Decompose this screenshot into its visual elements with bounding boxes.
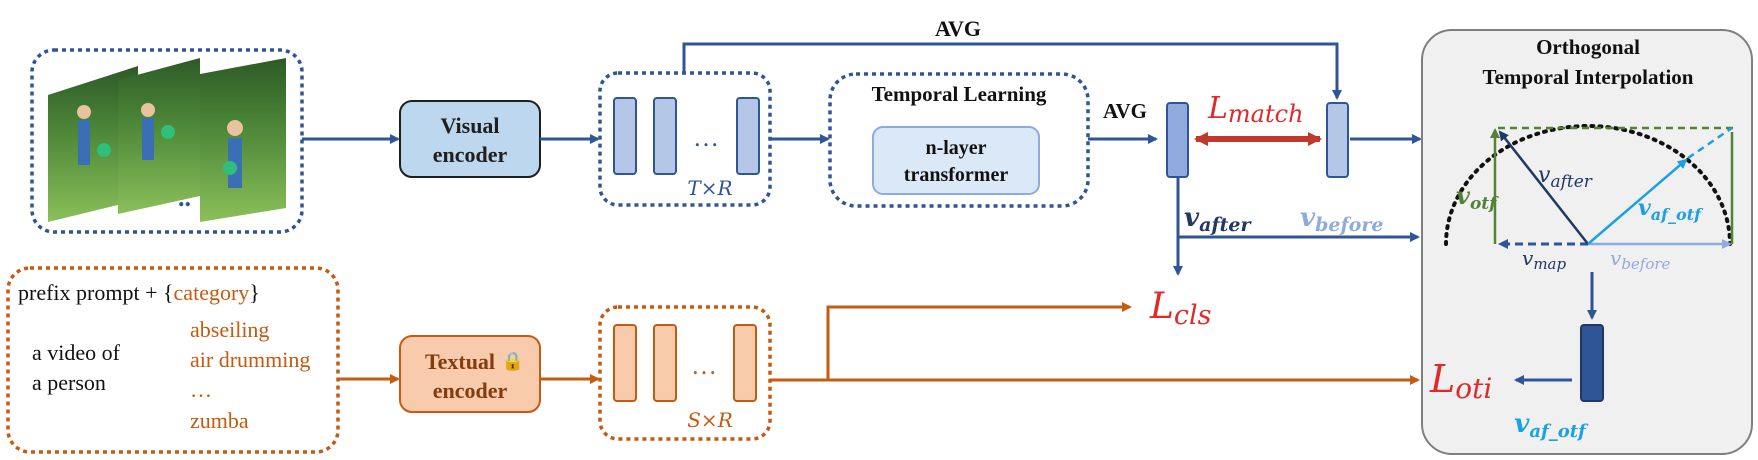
oti-v-af-otf-label: vaf_otf <box>1638 195 1704 224</box>
text-tokens-box: … S×R <box>598 305 772 441</box>
visual-token-n <box>736 97 760 175</box>
v-after-label: vafter <box>1184 203 1252 236</box>
text-to-cls-arrow <box>826 302 1132 380</box>
avg-side-label: AVG <box>1103 99 1147 123</box>
oti-title-1: Orthogonal <box>1536 35 1640 59</box>
v-af-otf-output-label: vaf_otf <box>1514 409 1589 442</box>
text-token-ellipsis: … <box>691 351 717 380</box>
oti-v-map-label: vmap <box>1522 246 1566 273</box>
textual-encoder-label-2: encoder <box>433 378 508 403</box>
visual-encoder: Visual encoder <box>399 100 541 178</box>
text-prompt-box: prefix prompt + {category} a video of a … <box>6 266 340 454</box>
visual-token-ellipsis: … <box>693 123 719 152</box>
text-token-label: S×R <box>687 408 733 432</box>
transformer-label-1: n-layer <box>925 137 986 159</box>
oti-v-after-label: vafter <box>1538 163 1593 192</box>
oti-v-af-otf-arrow <box>1587 158 1688 245</box>
avg-top-label: AVG <box>935 16 981 41</box>
v-before-feature <box>1326 102 1349 178</box>
textual-encoder: Textual 🔒 encoder <box>399 335 541 413</box>
video-frame-2 <box>118 58 200 214</box>
video-frames-box: .. <box>30 48 304 234</box>
video-frame-3 <box>200 58 286 222</box>
cls-loss-label: Lcls <box>1149 286 1212 331</box>
oti-panel: Orthogonal Temporal Interpolation vafter… <box>1421 29 1753 455</box>
v-before-label: vbefore <box>1300 203 1383 236</box>
visual-token-1 <box>613 97 637 175</box>
category-ellipsis: … <box>190 377 212 402</box>
oti-loss-label: Loti <box>1429 357 1492 405</box>
oti-v-before-label: vbefore <box>1610 246 1671 273</box>
af-otf-dashed-ext <box>1687 126 1733 160</box>
category-zumba: zumba <box>190 408 249 433</box>
prompt-base-2: a person <box>32 370 106 395</box>
visual-tokens-box: … T×R <box>598 71 772 207</box>
category-abseiling: abseiling <box>190 317 269 342</box>
v-af-otf-feature <box>1580 324 1604 402</box>
visual-token-label: T×R <box>687 176 732 200</box>
textual-encoder-label-1: Textual <box>425 349 495 374</box>
transformer-label-2: transformer <box>904 164 1009 186</box>
frames-ellipsis: .. <box>178 183 191 212</box>
match-loss-label: Lmatch <box>1207 91 1304 128</box>
video-frame-1 <box>48 66 138 222</box>
text-token-1 <box>613 324 637 402</box>
text-token-n <box>733 324 757 402</box>
avg-bypass-line <box>682 42 1342 100</box>
v-after-feature <box>1166 102 1189 178</box>
temporal-learning-title: Temporal Learning <box>872 82 1047 106</box>
visual-token-2 <box>653 97 677 175</box>
oti-v-after-arrow <box>1498 130 1589 245</box>
n-layer-transformer <box>872 126 1040 195</box>
oti-v-otf-label: votf <box>1456 181 1499 214</box>
prompt-base-1: a video of <box>32 340 121 365</box>
oti-semicircle <box>1444 124 1732 246</box>
visual-encoder-label-2: encoder <box>433 142 508 167</box>
oti-title-2: Temporal Interpolation <box>1483 65 1694 89</box>
prompt-template: prefix prompt + {category} <box>18 280 260 305</box>
lock-icon: 🔒 <box>502 351 524 372</box>
text-token-2 <box>653 324 677 402</box>
category-air-drumming: air drumming <box>190 347 310 372</box>
temporal-learning-box: Temporal Learning n-layer transformer <box>828 72 1090 208</box>
visual-encoder-label-1: Visual <box>440 113 499 138</box>
